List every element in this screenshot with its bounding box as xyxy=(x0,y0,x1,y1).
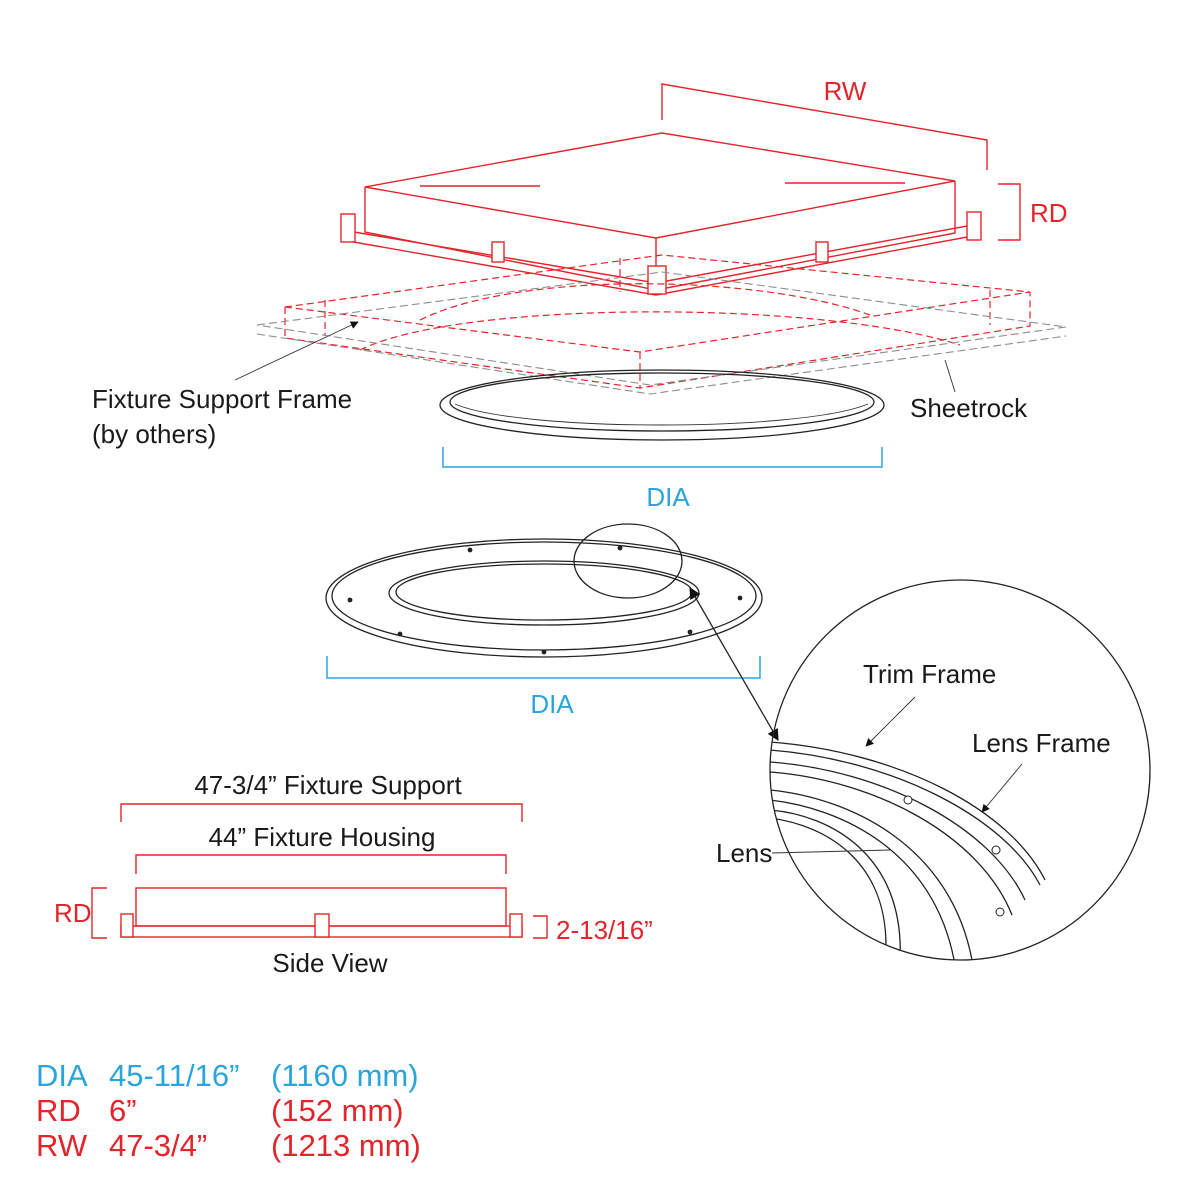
legend-key: RW xyxy=(36,1128,88,1163)
detail-arrow xyxy=(689,586,779,742)
legend-mm: (152 mm) xyxy=(271,1093,404,1128)
dia-label-middle: DIA xyxy=(530,689,574,719)
bracket xyxy=(966,211,982,241)
side-rd-dim-line xyxy=(91,887,107,939)
side-height-dim-line xyxy=(533,915,548,939)
side-rd-label: RD xyxy=(54,898,92,928)
legend-inches: 45-11/16” xyxy=(109,1058,240,1093)
fixture-housing-box xyxy=(340,132,982,296)
side-bracket xyxy=(314,913,330,938)
fixture-housing-dim-label: 44” Fixture Housing xyxy=(209,822,436,852)
side-height-label: 2-13/16” xyxy=(556,915,653,945)
detail-view: Trim Frame Lens Frame Lens xyxy=(716,579,1151,961)
bracket xyxy=(647,265,667,295)
trim-ring-top xyxy=(439,369,885,441)
fixture-support-frame xyxy=(284,254,1031,389)
rw-label: RW xyxy=(824,76,867,106)
fixture-support-dim-label: 47-3/4” Fixture Support xyxy=(194,770,462,800)
lens-frame-label: Lens Frame xyxy=(972,728,1111,758)
rw-dimension: RW xyxy=(661,76,988,170)
by-others-label: (by others) xyxy=(92,419,216,449)
side-bracket xyxy=(120,913,134,938)
side-view: 47-3/4” Fixture Support 44” Fixture Hous… xyxy=(54,770,653,978)
legend-key: DIA xyxy=(36,1058,88,1093)
side-view-label: Side View xyxy=(272,948,387,978)
trim-frame-label: Trim Frame xyxy=(863,659,996,689)
fixture-housing-dim-line xyxy=(135,854,507,874)
fixture-support-frame-label: Fixture Support Frame xyxy=(92,384,352,414)
fixture-support-dim-line xyxy=(120,803,523,822)
sheetrock xyxy=(256,271,1067,395)
bracket xyxy=(491,241,505,263)
detail-callout-circle xyxy=(573,523,683,599)
lens-label: Lens xyxy=(716,838,772,868)
legend-row-rw: RW 47-3/4” (1213 mm) xyxy=(36,1128,471,1163)
side-bracket xyxy=(509,913,523,938)
dia-dimension-top: DIA xyxy=(442,447,883,512)
sheetrock-label: Sheetrock xyxy=(910,393,1028,423)
legend-mm: (1160 mm) xyxy=(271,1058,419,1093)
legend-mm: (1213 mm) xyxy=(271,1128,421,1163)
dia-label-top: DIA xyxy=(646,482,690,512)
rd-label: RD xyxy=(1030,198,1068,228)
rd-dimension: RD xyxy=(998,183,1068,241)
legend-inches: 6” xyxy=(109,1093,137,1128)
bracket xyxy=(340,213,356,243)
bracket xyxy=(815,241,829,263)
dimension-legend: DIA 45-11/16” (1160 mm) RD 6” (152 mm) R… xyxy=(36,1058,471,1163)
sheetrock-callout: Sheetrock xyxy=(910,359,1028,423)
dia-dimension-middle: DIA xyxy=(326,656,761,719)
legend-row-dia: DIA 45-11/16” (1160 mm) xyxy=(36,1058,471,1093)
fixture-support-frame-callout: Fixture Support Frame (by others) xyxy=(92,321,359,449)
legend-inches: 47-3/4” xyxy=(109,1128,208,1163)
legend-key: RD xyxy=(36,1093,81,1128)
trim-ring xyxy=(325,538,763,658)
legend-row-rd: RD 6” (152 mm) xyxy=(36,1093,471,1128)
